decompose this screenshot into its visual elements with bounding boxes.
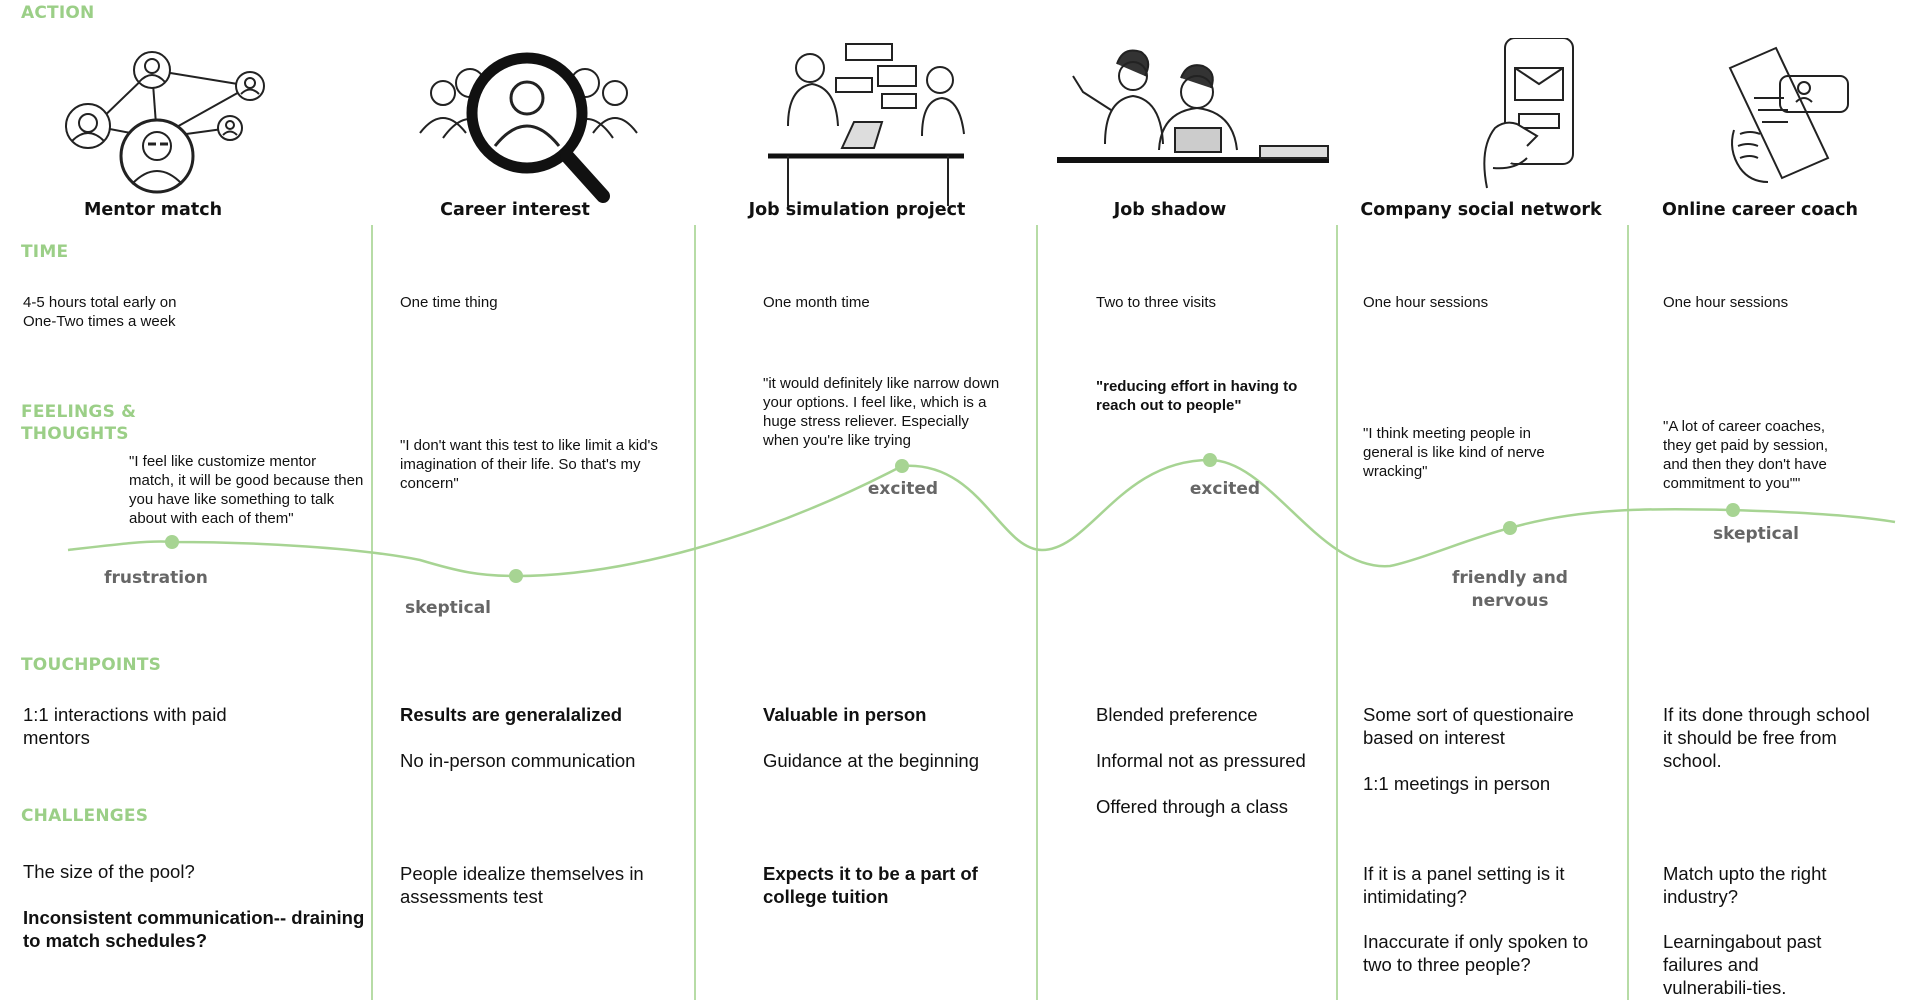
column-title-company-social-network: Company social network	[1360, 200, 1602, 220]
column-title-job-shadow: Job shadow	[1113, 200, 1227, 220]
section-label-touchpoints: TOUCHPOINTS	[21, 655, 162, 675]
emotion-label: friendly and nervous	[1452, 568, 1568, 611]
challenge-item: Inaccurate if only spoken to two to thre…	[1363, 931, 1589, 975]
challenge-item: People idealize themselves in assessment…	[400, 863, 644, 907]
emotion-label: skeptical	[1713, 524, 1799, 544]
column-title-job-simulation: Job simulation project	[748, 200, 966, 220]
emotion-point	[1203, 453, 1217, 467]
touchpoint-item: Results are generalalized	[400, 704, 623, 725]
touchpoint-item: If its done through school it should be …	[1663, 704, 1870, 771]
emotion-label: frustration	[104, 568, 208, 588]
user-quote: "reducing effort in having to reach out …	[1096, 378, 1298, 414]
column-divider	[1336, 225, 1338, 1000]
challenge-item: The size of the pool?	[23, 861, 195, 882]
emotion-label: excited	[1189, 479, 1261, 499]
emotion-label: excited	[867, 479, 939, 499]
column-divider	[1036, 225, 1038, 1000]
touchpoint-item: Valuable in person	[763, 704, 927, 725]
touchpoint-item: Blended preference	[1096, 704, 1258, 725]
touchpoint-item: Informal not as pressured	[1096, 750, 1306, 771]
magnifying-glass-illustration	[419, 52, 638, 203]
section-label-time: TIME	[21, 242, 69, 262]
touchpoint-item: Guidance at the beginning	[763, 750, 980, 771]
emotion-point	[1503, 521, 1517, 535]
column-title-online-career-coach: Online career coach	[1661, 200, 1859, 220]
section-label-feelings: FEELINGS & THOUGHTS	[21, 402, 137, 444]
user-quote: "A lot of career coaches, they get paid …	[1663, 418, 1829, 492]
time-value: 4-5 hours total early on One-Two times a…	[23, 294, 177, 330]
user-quote: "I don't want this test to like limit a …	[400, 437, 658, 492]
challenge-item: If it is a panel setting is it intimidat…	[1363, 863, 1565, 907]
mentor-network-illustration	[65, 51, 265, 194]
job-simulation-illustration	[768, 43, 965, 206]
section-label-challenges: CHALLENGES	[21, 806, 149, 826]
column-divider	[371, 225, 373, 1000]
touchpoint-item: No in-person communication	[400, 750, 636, 771]
phone-email-illustration	[1483, 38, 1574, 189]
user-quote: "I think meeting people in general is li…	[1363, 425, 1545, 480]
column-title-career-interest: Career interest	[440, 200, 590, 220]
challenge-item: Expects it to be a part of college tuiti…	[763, 863, 978, 907]
column-divider	[694, 225, 696, 1000]
user-quote: "I feel like customize mentor match, it …	[129, 453, 364, 527]
emotion-point	[165, 535, 179, 549]
touchpoint-item: Offered through a class	[1096, 796, 1288, 817]
challenge-item: Learningabout past failures and vulnerab…	[1663, 931, 1822, 998]
challenge-item: Inconsistent communication-- draining to…	[23, 907, 365, 951]
online-coach-illustration	[1728, 46, 1849, 183]
touchpoint-item: 1:1 meetings in person	[1363, 773, 1551, 794]
emotion-point	[895, 459, 909, 473]
challenge-item: Match upto the right industry?	[1663, 863, 1827, 907]
time-value: Two to three visits	[1096, 294, 1217, 311]
column-divider	[1627, 225, 1629, 1000]
time-value: One time thing	[400, 294, 498, 311]
column-title-mentor-match: Mentor match	[83, 200, 223, 220]
emotion-curve-line	[67, 458, 1896, 578]
time-value: One hour sessions	[1363, 294, 1489, 311]
emotion-label: skeptical	[405, 598, 491, 618]
touchpoint-item: Some sort of questionaire based on inter…	[1363, 704, 1574, 748]
emotion-point	[1726, 503, 1740, 517]
time-value: One hour sessions	[1663, 294, 1789, 311]
time-value: One month time	[763, 294, 870, 311]
emotion-point	[509, 569, 523, 583]
section-label-action: ACTION	[21, 3, 95, 23]
user-quote: "it would definitely like narrow down yo…	[763, 375, 1000, 449]
job-shadow-illustration	[1057, 49, 1329, 163]
touchpoint-item: 1:1 interactions with paid mentors	[23, 704, 227, 748]
